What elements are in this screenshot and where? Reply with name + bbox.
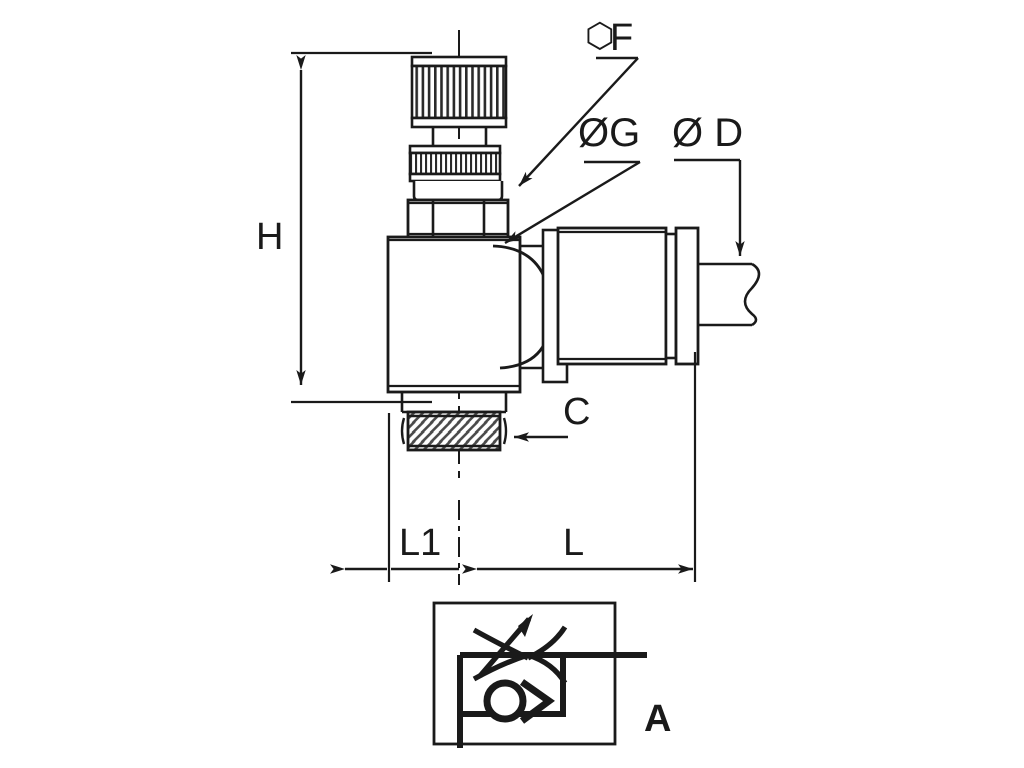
dimension-label-D: Ø D xyxy=(672,111,744,155)
push-in-fitting xyxy=(541,226,700,384)
dimension-label-H: H xyxy=(256,216,284,258)
valve-body xyxy=(386,235,522,394)
leader-G xyxy=(504,160,641,245)
hexagon-outline-icon: ⬡ xyxy=(585,17,615,55)
dimension-label-L1: L1 xyxy=(399,522,442,564)
locknut-bottom-edge xyxy=(408,172,502,183)
throttle-arrow-head xyxy=(518,614,533,637)
pneumatic-symbol-box xyxy=(432,601,647,748)
lock-nut xyxy=(408,144,502,183)
dimension-H xyxy=(291,51,432,404)
fitting-release-gap xyxy=(664,232,678,360)
fitting-release-collar xyxy=(674,226,700,366)
symbol-callout-label-A: A xyxy=(644,698,672,740)
valve-body-rect xyxy=(386,235,522,394)
hex-nut xyxy=(406,198,510,239)
male-thread xyxy=(400,392,508,452)
leader-D xyxy=(674,158,745,256)
leader-F xyxy=(518,56,639,187)
throttle-jaw-lower-right xyxy=(527,652,568,685)
dimension-label-F: F xyxy=(610,17,634,59)
leader-F-line xyxy=(518,57,639,187)
knob-bottom-cap xyxy=(410,116,508,129)
fitting-barrel xyxy=(556,226,668,366)
tube-stub xyxy=(698,262,761,327)
check-valve-seat-icon xyxy=(519,679,555,724)
dimension-label-L: L xyxy=(563,522,585,564)
thread-hatch-icon xyxy=(406,410,502,452)
leader-G-line xyxy=(504,160,641,245)
knob-top-cap xyxy=(410,55,508,68)
adjustment-stem xyxy=(431,127,488,146)
hexnut-body xyxy=(406,198,510,239)
thread-crest-right xyxy=(502,417,508,445)
collar xyxy=(412,181,504,202)
thread-crest-left xyxy=(400,417,406,445)
knob-knurl-hatch-icon xyxy=(410,64,508,120)
dimension-label-C: C xyxy=(563,391,591,433)
collar-body xyxy=(412,181,504,202)
break-line-icon xyxy=(743,262,761,327)
check-valve-ball-icon xyxy=(483,679,527,723)
adjustment-knob xyxy=(410,55,508,129)
dimension-label-G: ØG xyxy=(578,111,641,155)
throttle-jaw-lower-left xyxy=(472,652,529,682)
dimension-L1-L xyxy=(330,352,697,585)
locknut-knurl-hatch-icon xyxy=(408,151,502,176)
